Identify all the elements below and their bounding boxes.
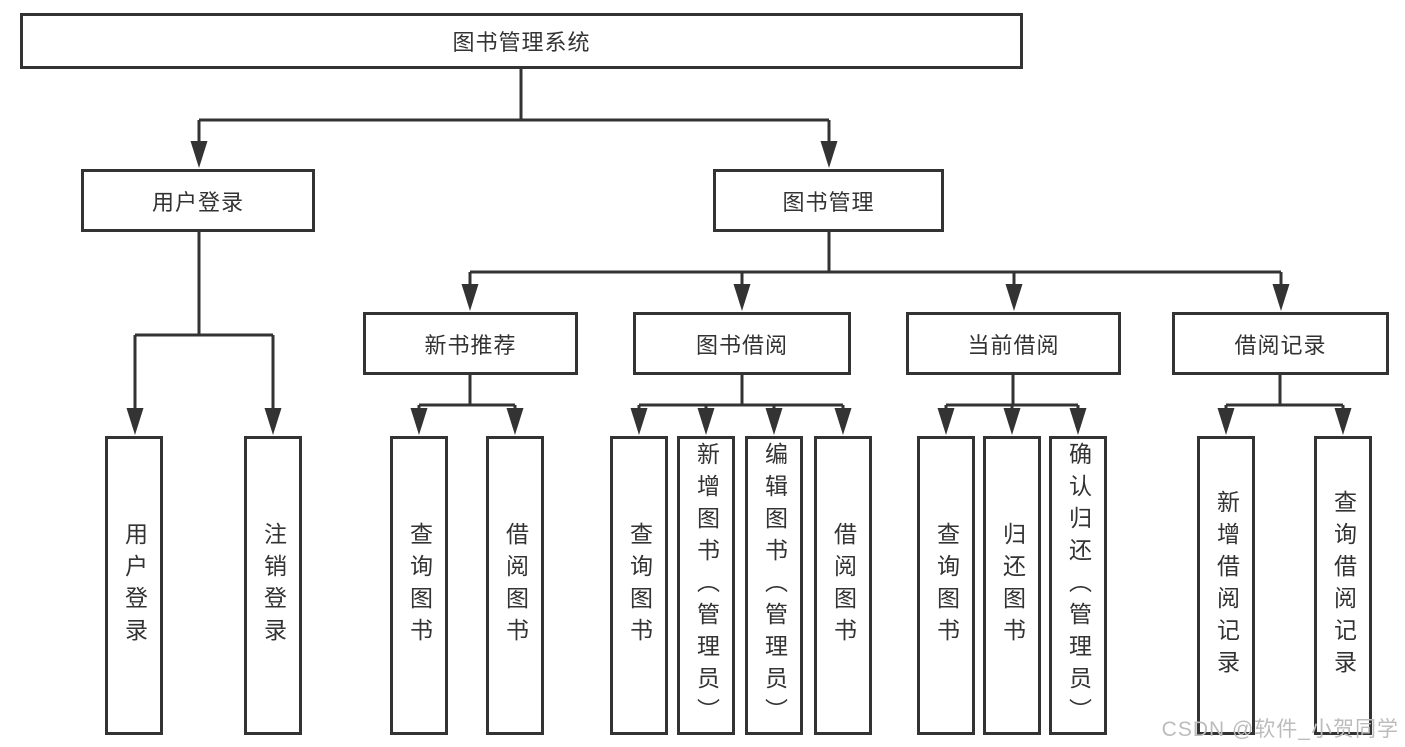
- leaf-return-books: 归还图书: [983, 436, 1041, 735]
- leaf-logout-label: 注销登录: [260, 521, 287, 650]
- node-current-borrow-label: 当前借阅: [967, 332, 1060, 358]
- leaf-edit-books-admin: 编辑图书（管理员）: [745, 436, 803, 735]
- leaf-query-books-borrow-label: 查询图书: [626, 521, 653, 650]
- leaf-borrow-books-recommend: 借阅图书: [486, 436, 544, 735]
- node-current-borrow: 当前借阅: [906, 312, 1121, 375]
- node-borrow-records: 借阅记录: [1172, 312, 1389, 375]
- root-node-label: 图书管理系统: [452, 30, 591, 55]
- leaf-add-borrow-record-label: 新增借阅记录: [1213, 489, 1240, 682]
- leaf-confirm-return-admin: 确认归还（管理员）: [1049, 436, 1107, 735]
- node-user-login: 用户登录: [81, 169, 315, 232]
- node-book-borrow: 图书借阅: [633, 312, 851, 375]
- node-book-borrow-label: 图书借阅: [695, 332, 788, 358]
- leaf-add-books-admin: 新增图书（管理员）: [677, 436, 735, 735]
- node-new-book-recommend-label: 新书推荐: [424, 332, 517, 358]
- leaf-borrow-books-label: 借阅图书: [830, 521, 857, 650]
- csdn-watermark: CSDN @软件_小贺同学: [1161, 718, 1399, 741]
- leaf-confirm-return-admin-label: 确认归还（管理员）: [1065, 441, 1092, 730]
- leaf-add-books-admin-label: 新增图书（管理员）: [693, 441, 720, 730]
- leaf-borrow-books: 借阅图书: [814, 436, 872, 735]
- leaf-user-login: 用户登录: [105, 436, 163, 735]
- node-book-management: 图书管理: [713, 169, 944, 232]
- node-borrow-records-label: 借阅记录: [1234, 332, 1327, 358]
- leaf-query-books-current-label: 查询图书: [933, 521, 960, 650]
- node-new-book-recommend: 新书推荐: [363, 312, 578, 375]
- leaf-query-borrow-record-label: 查询借阅记录: [1330, 489, 1357, 682]
- leaf-return-books-label: 归还图书: [999, 521, 1026, 650]
- leaf-logout: 注销登录: [244, 436, 302, 735]
- leaf-query-books-borrow: 查询图书: [610, 436, 668, 735]
- leaf-add-borrow-record: 新增借阅记录: [1197, 436, 1255, 735]
- leaf-query-books-recommend: 查询图书: [390, 436, 448, 735]
- leaf-query-books-recommend-label: 查询图书: [406, 521, 433, 650]
- leaf-user-login-label: 用户登录: [121, 521, 148, 650]
- node-user-login-label: 用户登录: [151, 189, 244, 215]
- node-book-management-label: 图书管理: [782, 189, 875, 215]
- leaf-query-books-current: 查询图书: [917, 436, 975, 735]
- leaf-query-borrow-record: 查询借阅记录: [1314, 436, 1372, 735]
- leaf-edit-books-admin-label: 编辑图书（管理员）: [761, 441, 788, 730]
- leaf-borrow-books-recommend-label: 借阅图书: [502, 521, 529, 650]
- root-node-library-system: 图书管理系统: [20, 13, 1023, 69]
